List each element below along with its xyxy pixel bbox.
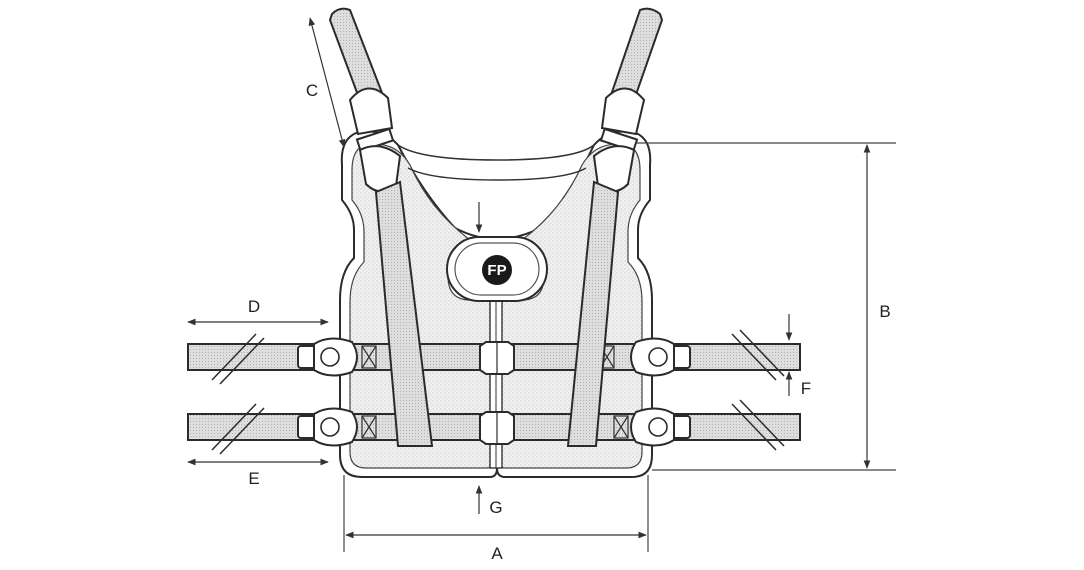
buckle-left-lower (297, 407, 358, 447)
label-c: C (306, 81, 318, 100)
label-d: D (248, 297, 260, 316)
center-buckle-lower (479, 411, 515, 445)
dimension-f: F (785, 314, 811, 398)
logo-badge: FP (446, 236, 548, 302)
buckle-right-upper (630, 337, 691, 377)
label-b: B (879, 302, 890, 321)
front-strap-right (566, 180, 620, 447)
buckle-right-lower (630, 407, 691, 447)
dimension-g: G (475, 485, 503, 517)
dimension-a: A (343, 475, 649, 563)
dimension-e: E (187, 458, 329, 488)
dimension-c: C (306, 17, 346, 148)
buckle-left-upper (297, 337, 358, 377)
logo-text: FP (487, 262, 506, 279)
label-g: G (489, 498, 502, 517)
dimension-b: B (636, 142, 896, 471)
strap-break-marks (211, 329, 785, 455)
shoulder-strap-right (592, 7, 664, 193)
label-a: A (491, 544, 503, 563)
label-e: E (248, 469, 259, 488)
front-strap-left (374, 180, 434, 447)
dimension-d: D (187, 297, 329, 326)
shoulder-strap-left (328, 7, 402, 193)
center-buckle-upper (479, 341, 515, 375)
label-f: F (801, 379, 811, 398)
